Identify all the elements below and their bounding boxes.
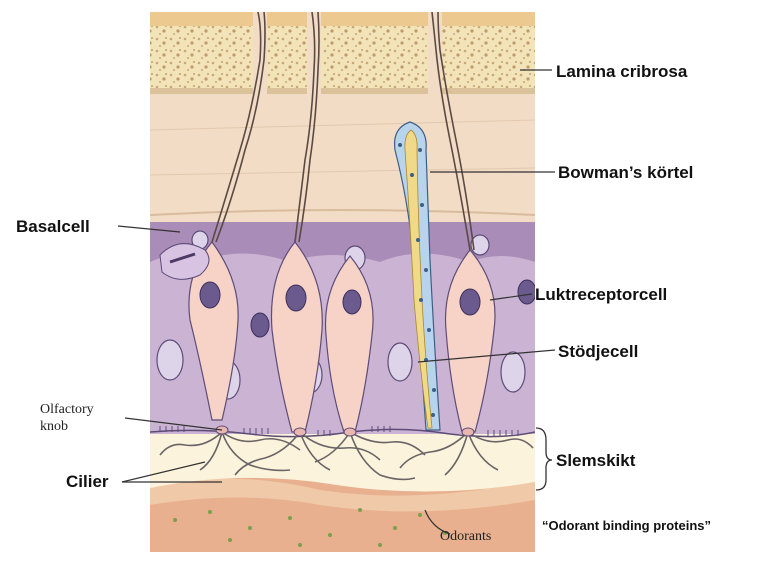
label-lamina-cribrosa: Lamina cribrosa bbox=[556, 62, 688, 81]
label-olfactory-knob-line1: Olfactory bbox=[40, 402, 94, 417]
cilia bbox=[159, 431, 534, 481]
tissue-section bbox=[150, 12, 535, 552]
basal-cell bbox=[159, 243, 210, 280]
leader-lines bbox=[117, 69, 556, 535]
label-olfactory-knob-line2: knob bbox=[40, 419, 68, 434]
label-odorants: Odorants bbox=[440, 529, 491, 544]
label-basalcell: Basalcell bbox=[16, 217, 90, 236]
mucus-layer bbox=[150, 432, 535, 492]
label-cilier: Cilier bbox=[66, 472, 109, 491]
basal-layer bbox=[150, 222, 535, 262]
axons bbox=[211, 12, 475, 251]
label-luktreceptorcell: Luktreceptorcell bbox=[535, 285, 667, 304]
receptor-nuclei bbox=[199, 279, 535, 338]
slemskikt-bracket bbox=[535, 427, 553, 491]
microvilli bbox=[159, 426, 519, 436]
lamina-propria bbox=[150, 88, 535, 228]
bowmans-gland bbox=[393, 121, 441, 431]
label-bowmans-kortel: Bowman’s körtel bbox=[558, 163, 693, 182]
label-odorant-binding-proteins: “Odorant binding proteins” bbox=[542, 518, 711, 533]
label-slemskikt: Slemskikt bbox=[556, 451, 636, 470]
label-stodjecell: Stödjecell bbox=[558, 342, 638, 361]
